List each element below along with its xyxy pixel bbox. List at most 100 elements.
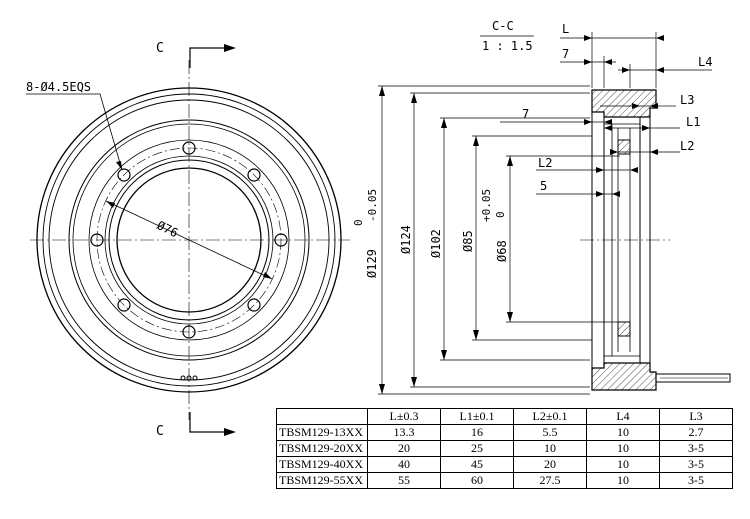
table-cell: 10 xyxy=(586,456,660,473)
dim-7-top-label: 7 xyxy=(562,47,569,61)
table-cell: 16 xyxy=(440,424,514,441)
diameter-dimensions xyxy=(378,85,620,395)
mount-hole-7 xyxy=(90,233,104,247)
mount-hole-4 xyxy=(247,298,261,312)
section-bearing-top xyxy=(617,139,631,155)
dim-7-mid-label: 7 xyxy=(522,107,529,121)
table-cell: 10 xyxy=(513,440,587,457)
table-row: TBSM129-55XX 55 60 27.5 10 3-5 xyxy=(276,472,733,489)
table-header-cell: L1±0.1 xyxy=(440,408,514,425)
ring-inner-c xyxy=(108,159,270,321)
table-header-cell: L3 xyxy=(659,408,733,425)
table-cell: 13.3 xyxy=(367,424,441,441)
table-cell-model: TBSM129-40XX xyxy=(276,456,368,473)
dim-L4-label: L4 xyxy=(698,55,712,69)
dim-85-label: Ø85 xyxy=(461,230,475,252)
ring-pcd xyxy=(96,147,282,333)
front-view xyxy=(26,60,350,420)
oil-hole-3 xyxy=(192,375,198,381)
oil-hole-1 xyxy=(180,375,186,381)
dimension-table: L±0.3 L1±0.1 L2±0.1 L4 L3 TBSM129-13XX 1… xyxy=(276,408,733,489)
dim-68-tol-upper: +0.05 xyxy=(480,189,493,222)
table-cell: 10 xyxy=(586,424,660,441)
table-row: TBSM129-40XX 40 45 20 10 3-5 xyxy=(276,456,733,473)
section-bearing-bottom xyxy=(617,321,631,337)
table-header-cell: L2±0.1 xyxy=(513,408,587,425)
mount-hole-3 xyxy=(274,233,288,247)
table-cell: 2.7 xyxy=(659,424,733,441)
dim-5-label: 5 xyxy=(540,179,547,193)
table-row: TBSM129-20XX 20 25 10 10 3-5 xyxy=(276,440,733,457)
table-cell: 40 xyxy=(367,456,441,473)
table-cell-model: TBSM129-55XX xyxy=(276,472,368,489)
dim-68-label: Ø68 xyxy=(495,240,509,262)
mount-hole-1 xyxy=(182,141,196,155)
mount-hole-5 xyxy=(182,325,196,339)
outer-rim-inner-edge xyxy=(42,93,336,387)
outer-rim xyxy=(36,87,342,393)
table-cell: 10 xyxy=(586,472,660,489)
table-header-cell: L±0.3 xyxy=(367,408,441,425)
table-header-row: L±0.3 L1±0.1 L2±0.1 L4 L3 xyxy=(276,408,733,425)
ring-inner-a xyxy=(88,139,290,341)
dim-102-label: Ø102 xyxy=(429,229,443,258)
table-cell: 55 xyxy=(367,472,441,489)
section-mark-top xyxy=(189,44,236,68)
table-header-cell xyxy=(276,408,368,425)
mount-hole-8 xyxy=(117,168,131,182)
ring-98 xyxy=(72,123,306,357)
table-cell-model: TBSM129-20XX xyxy=(276,440,368,457)
table-cell: 3-5 xyxy=(659,472,733,489)
section-mark-top-label: C xyxy=(156,41,164,56)
table-cell: 10 xyxy=(586,440,660,457)
pcd-label: Ø76 xyxy=(155,218,181,240)
mount-hole-2 xyxy=(247,168,261,182)
section-inner-wall xyxy=(639,116,651,364)
dim-L2-left-label: L2 xyxy=(538,156,552,170)
mount-hole-6 xyxy=(117,298,131,312)
dim-L2-right-label: L2 xyxy=(680,139,694,153)
dim-L1-label: L1 xyxy=(686,115,700,129)
section-bottom-body xyxy=(591,362,657,391)
section-scale: 1 : 1.5 xyxy=(482,39,533,53)
ring-102 xyxy=(68,119,310,361)
table-cell: 3-5 xyxy=(659,440,733,457)
section-mark-bottom-label: C xyxy=(156,424,164,439)
dim-124-label: Ø124 xyxy=(399,225,413,254)
table-cell: 3-5 xyxy=(659,456,733,473)
holes-leader-arrow xyxy=(116,161,122,170)
table-cell: 20 xyxy=(367,440,441,457)
bore xyxy=(116,167,262,313)
table-cell: 25 xyxy=(440,440,514,457)
table-cell: 20 xyxy=(513,456,587,473)
table-row: TBSM129-13XX 13.3 16 5.5 10 2.7 xyxy=(276,424,733,441)
dim-129-tol-upper: 0 xyxy=(352,219,365,226)
dim-L3-label: L3 xyxy=(680,93,694,107)
cable-exit xyxy=(656,373,731,383)
holes-leader xyxy=(26,93,123,171)
table-cell-model: TBSM129-13XX xyxy=(276,424,368,441)
section-mark-bottom xyxy=(189,412,236,436)
pcd-dimension-line xyxy=(105,200,273,280)
pcd-arrow-left xyxy=(106,201,115,208)
section-view xyxy=(580,89,731,391)
table-cell: 5.5 xyxy=(513,424,587,441)
section-title: C-C xyxy=(492,19,514,33)
dim-68-tol-lower: 0 xyxy=(494,211,507,218)
oil-hole-2 xyxy=(186,375,192,381)
dim-129-tol-lower: -0.05 xyxy=(366,189,379,222)
holes-label: 8-Ø4.5EQS xyxy=(26,80,91,94)
dim-L-label: L xyxy=(562,22,569,36)
table-cell: 45 xyxy=(440,456,514,473)
table-header-cell: L4 xyxy=(586,408,660,425)
table-cell: 27.5 xyxy=(513,472,587,489)
ring-inner-b xyxy=(104,155,274,325)
pcd-arrow-right xyxy=(263,272,272,279)
diameter-arrows xyxy=(379,86,513,394)
axial-arrows xyxy=(584,35,664,197)
table-cell: 60 xyxy=(440,472,514,489)
section-ring-wall xyxy=(603,123,613,357)
section-top-body xyxy=(591,89,657,118)
dim-129-label: Ø129 xyxy=(365,249,379,278)
